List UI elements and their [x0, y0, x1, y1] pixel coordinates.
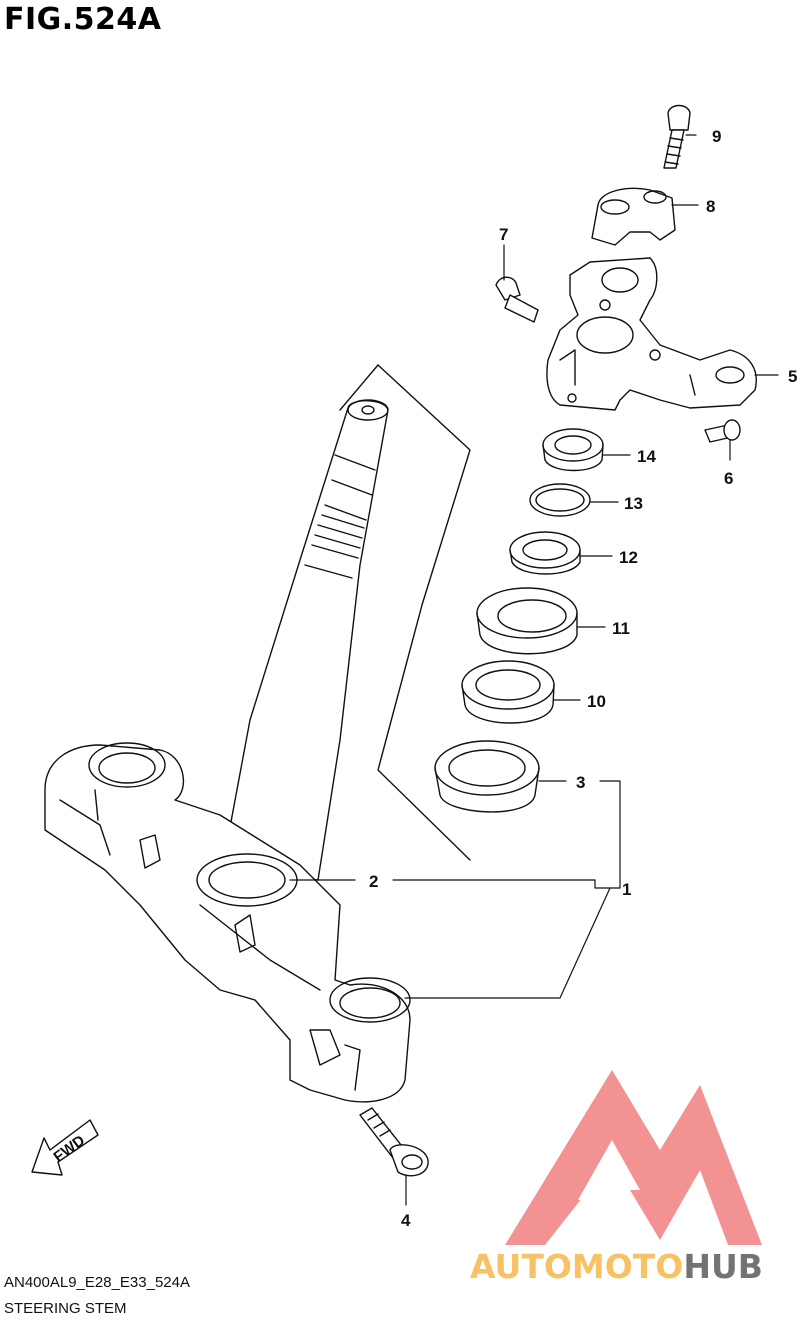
holder-8 [591, 187, 676, 246]
callout-14: 14 [637, 447, 656, 466]
circlip-13 [529, 483, 591, 517]
watermark-text-hub: HUB [683, 1247, 763, 1286]
upper-bracket-5 [546, 257, 757, 411]
svg-text:AUTOMOTOHUB: AUTOMOTOHUB [470, 1247, 763, 1286]
lower-bracket [44, 742, 411, 1103]
callout-12: 12 [619, 548, 638, 567]
fwd-arrow [31, 1119, 99, 1176]
callout-8: 8 [706, 197, 715, 216]
bolt-7 [495, 276, 539, 323]
callout-2: 2 [369, 872, 378, 891]
bearing-3 [434, 740, 540, 813]
callout-6: 6 [724, 469, 733, 488]
bolt-6 [704, 419, 741, 443]
seal-11 [476, 587, 578, 655]
bolt-4 [359, 1107, 429, 1177]
callout-7: 7 [499, 225, 508, 244]
watermark-logo: AUTOMOTOHUB [470, 1070, 763, 1286]
callout-13: 13 [624, 494, 643, 513]
callout-10: 10 [587, 692, 606, 711]
callout-numbers: 1 2 3 4 5 6 7 8 9 10 11 12 13 14 [369, 127, 797, 1230]
callout-5: 5 [788, 367, 797, 386]
callout-4: 4 [401, 1211, 411, 1230]
callout-11: 11 [612, 619, 630, 638]
steering-stem-shaft [221, 399, 389, 881]
bolt-9 [663, 104, 691, 169]
callout-3: 3 [576, 773, 585, 792]
callout-9: 9 [712, 127, 721, 146]
figure-code: AN400AL9_E28_E33_524A [4, 1274, 190, 1291]
bearing-10 [461, 660, 555, 724]
washer-12 [509, 531, 581, 575]
stem-outline-box [339, 364, 471, 861]
callout-1: 1 [622, 880, 631, 899]
figure-title: FIG.524A [4, 2, 162, 37]
leader-lines [289, 134, 779, 1206]
nut-14 [542, 428, 604, 472]
figure-name: STEERING STEM [4, 1300, 127, 1317]
watermark-text-automoto: AUTOMOTO [470, 1247, 683, 1286]
